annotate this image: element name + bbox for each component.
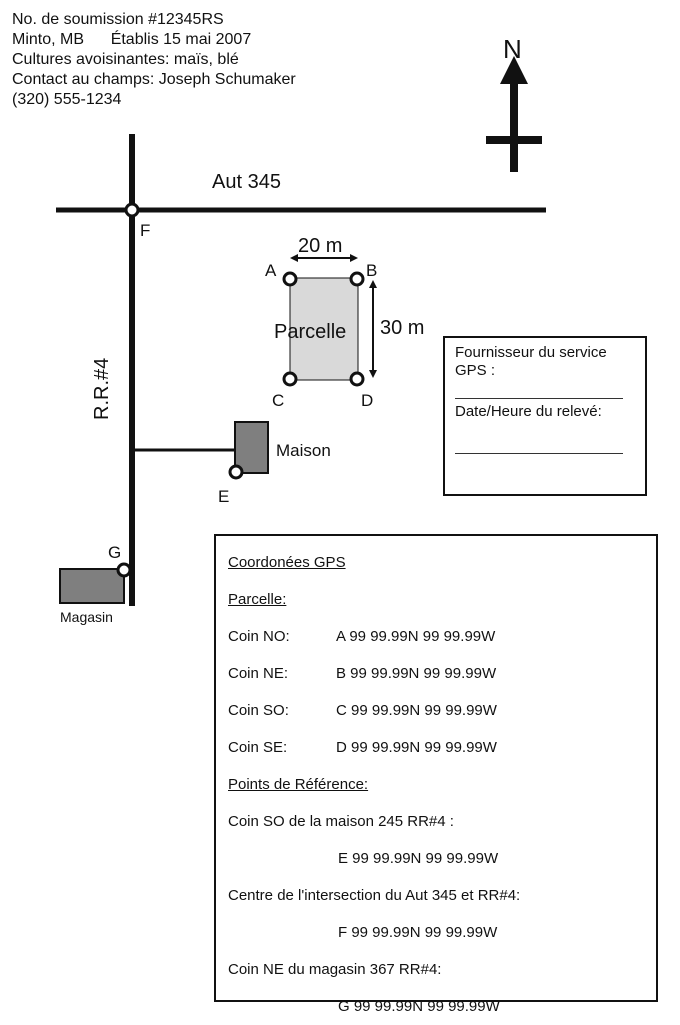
house-building [234,421,269,474]
reference-desc: Centre de l'intersection du Aut 345 et R… [228,887,521,904]
header-line-5: (320) 555-1234 [12,91,122,108]
road-rr4-label: R.R.#4 [91,358,113,420]
reference-desc: Coin SO de la maison 245 RR#4 : [228,813,454,830]
height-dimension-arrow [369,280,377,378]
north-arrow-icon [486,56,542,172]
point-e-marker [228,464,244,480]
field-label: Parcelle [274,321,346,343]
point-d-marker [349,371,365,387]
point-b-label: B [366,261,377,280]
reference-value: G 99 99.99N 99 99.99W [338,998,500,1015]
store-building [59,568,125,604]
point-a-marker [282,271,298,287]
point-f-marker [124,202,140,218]
header-block: No. de soumission #12345RS Minto, MB Éta… [12,10,296,110]
point-g-label: G [108,543,121,562]
corner-row-no: Coin NO: A 99 99.99N 99 99.99W [228,618,644,655]
point-c-label: C [272,391,284,410]
height-label: 30 m [380,317,424,339]
corner-key: Coin SE: [228,739,288,756]
reference-value: F 99 99.99N 99 99.99W [338,924,498,941]
provider-label: Fournisseur du service GPS : [455,344,607,379]
point-b-marker [349,271,365,287]
reference-desc: Coin NE du magasin 367 RR#4: [228,961,442,978]
corner-row-se: Coin SE: D 99 99.99N 99 99.99W [228,729,644,766]
point-g-marker [116,562,132,578]
house-label: Maison [276,441,331,460]
field-section-title: Parcelle: [228,591,287,608]
datetime-label: Date/Heure du relevé: [455,403,602,420]
provider-blank-line [455,380,623,399]
field-parcelle [289,277,359,381]
header-line-4: Contact au champs: Joseph Schumaker [12,71,296,88]
reference-section-title: Points de Référence: [228,776,369,793]
corner-value: A 99 99.99N 99 99.99W [336,628,496,645]
header-line-2: Minto, MB Établis 15 mai 2007 [12,31,252,48]
width-dimension-arrow [290,254,358,262]
corner-value: C 99 99.99N 99 99.99W [336,702,497,719]
datetime-blank-line [455,435,623,454]
corner-row-so: Coin SO: C 99 99.99N 99 99.99W [228,692,644,729]
corner-value: B 99 99.99N 99 99.99W [336,665,497,682]
corner-value: D 99 99.99N 99 99.99W [336,739,497,756]
gps-provider-box: Fournisseur du service GPS : Date/Heure … [443,336,647,496]
north-label: N [503,34,522,64]
reference-value: E 99 99.99N 99 99.99W [338,850,499,867]
corner-key: Coin NO: [228,628,290,645]
corner-key: Coin NE: [228,665,289,682]
store-label: Magasin [60,609,113,625]
point-a-label: A [265,261,277,280]
header-line-3: Cultures avoisinantes: maïs, blé [12,51,239,68]
corner-row-ne: Coin NE: B 99 99.99N 99 99.99W [228,655,644,692]
width-label: 20 m [298,235,342,257]
gps-coordinates-box: Coordonées GPS Parcelle: Coin NO: A 99 99… [214,534,658,1015]
header-line-1: No. de soumission #12345RS [12,11,224,28]
point-c-marker [282,371,298,387]
corner-key: Coin SO: [228,702,289,719]
point-e-label: E [218,487,229,506]
point-d-label: D [361,391,373,410]
road-aut-345-label: Aut 345 [212,171,281,193]
point-f-label: F [140,221,150,240]
coordinates-title: Coordonées GPS [228,554,346,571]
